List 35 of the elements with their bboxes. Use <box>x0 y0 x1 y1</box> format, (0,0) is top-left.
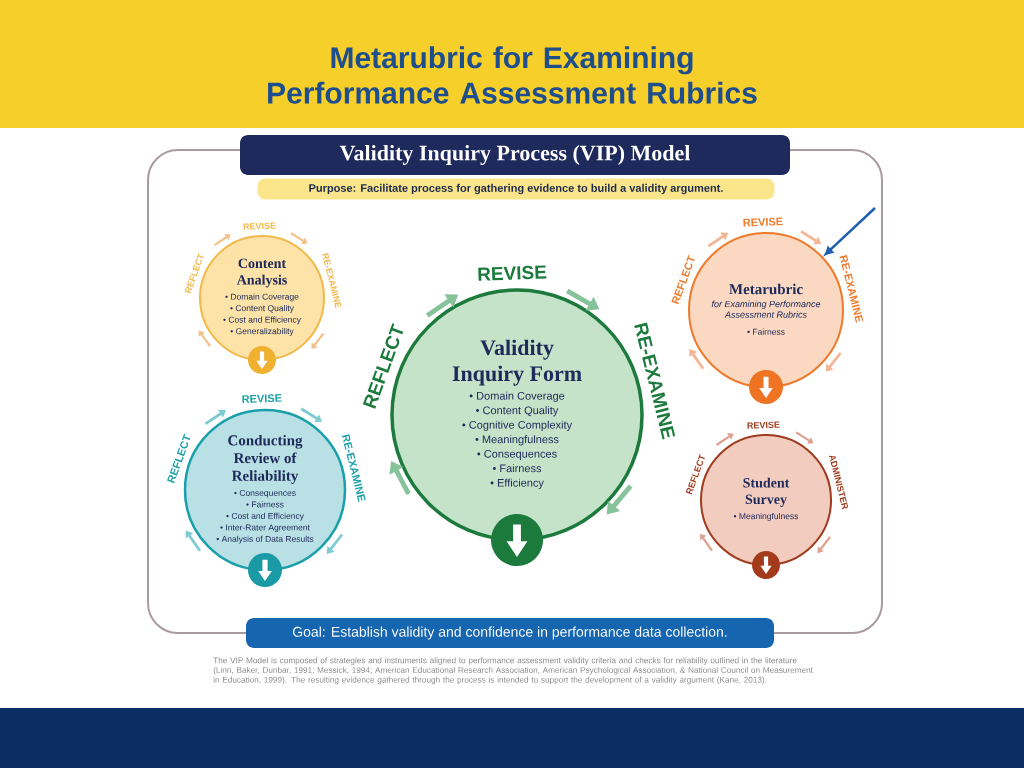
circle-title: Content Analysis <box>236 258 287 288</box>
circle-title: Conducting Review of Reliability <box>228 434 303 484</box>
cycle-word: REVISE <box>478 265 547 281</box>
bullet-item: • Consequences <box>234 489 296 498</box>
bullet-item: • Cost and Efficiency <box>226 512 304 521</box>
cycle-word: REVISE <box>243 222 276 230</box>
purpose-band: Purpose: Facilitate process for gathering evidence to build a validity argument. <box>257 178 775 200</box>
bullet-item: • Domain Coverage <box>225 293 299 302</box>
bullet-item: • Cognitive Complexity <box>462 420 573 431</box>
bullet-item: • Fairness <box>492 464 542 473</box>
bullet-item: • Generalizability <box>230 327 294 336</box>
bullet-item: • Fairness <box>747 328 785 335</box>
bullet-item: • Inter-Rater Agreement <box>220 524 310 533</box>
bullet-item: • Content Quality <box>230 304 294 313</box>
circle-title: Student Survey <box>743 477 790 507</box>
diagram-title: Metarubric for Examining Performance Assessment Rubrics <box>268 46 757 104</box>
caption-text: The VIP Model is composed of strategies and instruments aligned to performance assessment validity criteria and checks for reliability outlined in the literature (Linn, Baker, Dunbar, 1991; Messick, 1994; American Educational Research Association, American Psychological Association, & National Council on Measurement in Education, 1999). The resulting evidence gathered through the process is intended to support the development of a validity argument (Kane, 2013). <box>213 657 813 685</box>
cycle-word: REVISE <box>743 217 783 227</box>
title-banner: Validity Inquiry Process (VIP) Model <box>240 135 790 175</box>
bullet-item: • Domain Coverage <box>469 391 565 402</box>
bullet-item: • Consequences <box>477 449 557 460</box>
circle-subtitle: for Examining Performance Assessment Rubrics <box>711 300 821 318</box>
arrow <box>824 207 876 256</box>
bullet-item: • Content Quality <box>476 406 559 417</box>
circle-title: Metarubric <box>729 283 803 295</box>
circle-title: Validity Inquiry Form <box>452 339 582 386</box>
bullet-item: • Efficiency <box>490 478 544 489</box>
bullet-item: • Fairness <box>246 501 284 508</box>
cycle-word: REVISE <box>242 394 282 403</box>
bullet-item: • Meaningfulness <box>733 512 799 521</box>
bullet-item: • Meaningfulness <box>475 435 559 446</box>
bullet-item: • Analysis of Data Results <box>216 535 314 544</box>
cycle-word: REVISE <box>747 421 780 429</box>
goal-band: Goal: Establish validity and confidence in performance data collection. <box>246 618 774 648</box>
bullet-item: • Cost and Efficiency <box>223 316 301 325</box>
